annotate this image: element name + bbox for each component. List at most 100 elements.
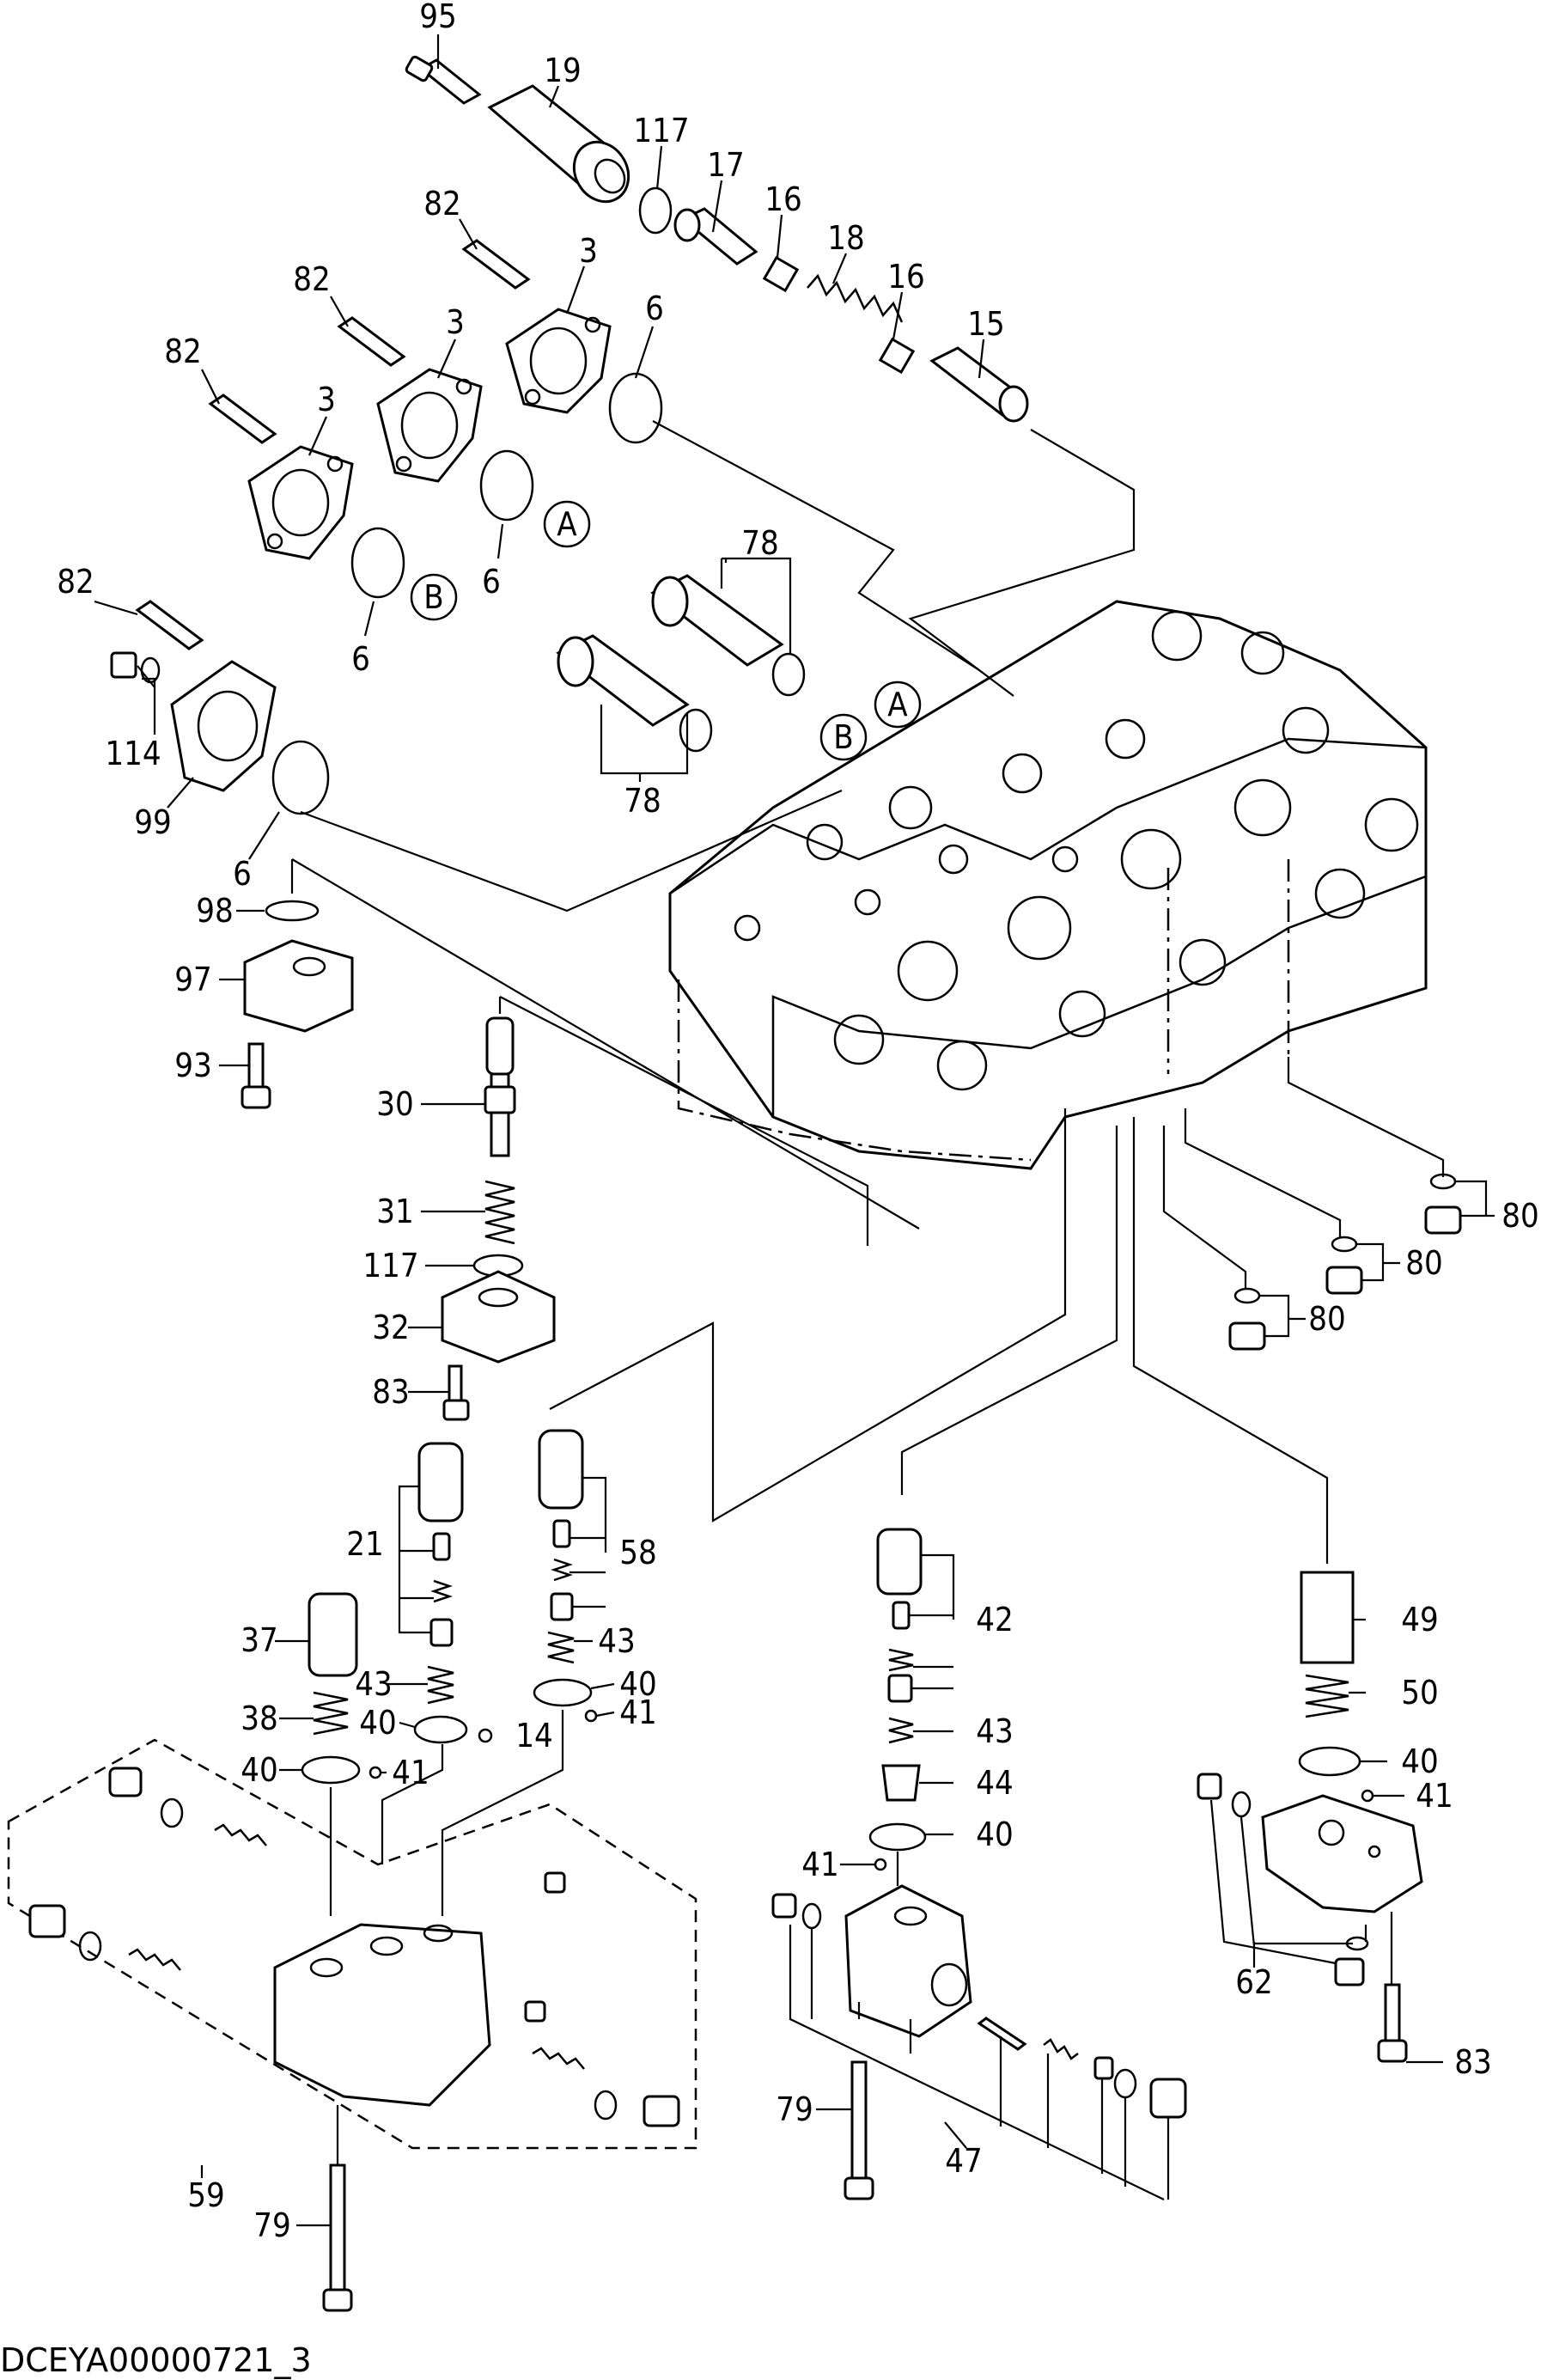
label-50: 50 [1401,1674,1439,1712]
spring-31 [484,1180,515,1245]
label-leaders [94,34,1495,2227]
bolt-83-a [442,1364,470,1421]
o-ring-41-b [584,1709,598,1723]
label-16-left: 16 [764,180,802,218]
label-82-d: 82 [57,563,94,601]
label-15: 15 [967,305,1005,343]
label-80-bottom: 80 [1308,1300,1346,1338]
label-79-left: 79 [253,2206,291,2244]
sleeve-37 [308,1592,358,1677]
label-40-c: 40 [241,1751,278,1789]
flange-3-right [505,308,612,414]
o-ring-6-c [350,527,405,599]
plug-80-top [1424,1173,1462,1235]
o-ring-117 [638,186,673,235]
o-ring-40-d [868,1822,927,1852]
label-78-upper: 78 [741,524,779,562]
label-16-right: 16 [887,258,925,296]
label-80-middle: 80 [1405,1244,1443,1282]
valve-body-47 [771,1884,1187,2119]
piston-49 [1300,1571,1355,1664]
label-3-b: 3 [446,303,465,341]
label-40-a: 40 [359,1704,397,1742]
label-49: 49 [1401,1601,1439,1639]
label-79-right: 79 [776,2090,813,2128]
bolt-95 [405,55,482,105]
label-99: 99 [134,803,172,841]
label-6-b: 6 [482,563,501,601]
label-41-b: 41 [619,1693,657,1731]
label-97: 97 [174,961,212,998]
label-78-lower: 78 [624,782,661,820]
spring-50 [1305,1674,1349,1718]
label-47: 47 [945,2142,983,2180]
flange-3-middle [376,368,483,483]
label-40-b: 40 [619,1665,657,1703]
label-117-top: 117 [633,112,689,150]
label-82-a: 82 [423,185,461,223]
o-ring-6-b [479,449,534,522]
label-43-mid: 43 [598,1622,636,1660]
valve-21 [417,1442,464,1647]
cartridge-78-lower [556,634,690,727]
cover-32 [441,1270,556,1364]
label-42: 42 [976,1601,1014,1639]
connection-lines [290,420,1445,2165]
main-valve-housing [668,600,1428,1170]
label-62: 62 [1235,1963,1273,2001]
seat-44 [881,1764,921,1802]
piston-15 [929,346,1029,423]
flange-99 [170,660,277,792]
flange-3-left [247,445,354,560]
label-59: 59 [187,2176,225,2214]
svg-text:A: A [887,686,908,723]
label-31: 31 [376,1193,414,1230]
spring-43-left [427,1665,454,1705]
bolt-83-b [1377,1983,1408,2063]
plunger-17 [673,207,758,265]
bolt-82-a [461,239,531,290]
o-ring-98 [265,900,320,922]
label-93: 93 [174,1047,212,1084]
o-ring-40-a [301,1755,361,1785]
label-43-left: 43 [355,1665,393,1703]
label-117-mid: 117 [362,1247,418,1285]
callout-a-lower: A [874,680,922,729]
sleeve-19 [487,84,630,204]
label-82-c: 82 [164,333,202,370]
nut-16-right [878,337,916,375]
label-3-a: 3 [579,232,598,270]
label-114: 114 [105,735,161,772]
label-30: 30 [376,1085,414,1123]
label-40-e: 40 [1401,1742,1439,1780]
label-17: 17 [707,146,745,184]
svg-text:B: B [423,578,443,616]
bolt-79-left [322,2163,353,2312]
bolt-82-c [208,394,277,444]
label-41-a: 41 [392,1754,429,1791]
label-95: 95 [419,0,457,35]
label-43-right: 43 [976,1712,1014,1750]
label-41-c: 41 [801,1846,839,1883]
svg-text:A: A [557,505,577,543]
o-ring-78-upper [771,652,806,697]
label-98: 98 [196,892,234,930]
o-ring-14 [478,1728,493,1743]
label-6-d: 6 [233,855,252,893]
label-58: 58 [619,1534,657,1571]
label-21: 21 [346,1525,384,1563]
spring-38 [313,1691,349,1736]
cartridge-78-upper [650,574,784,667]
o-ring-6-d [271,740,330,815]
plug-80-bottom [1228,1287,1266,1351]
label-41-d: 41 [1416,1777,1453,1815]
label-19: 19 [544,52,582,89]
label-82-b: 82 [293,260,331,298]
assembly-59 [7,1738,697,2150]
spring-43-right [888,1717,914,1744]
o-ring-41-c [874,1858,887,1871]
valve-42 [876,1528,923,1703]
label-38: 38 [241,1700,278,1737]
label-6-c: 6 [351,640,370,678]
